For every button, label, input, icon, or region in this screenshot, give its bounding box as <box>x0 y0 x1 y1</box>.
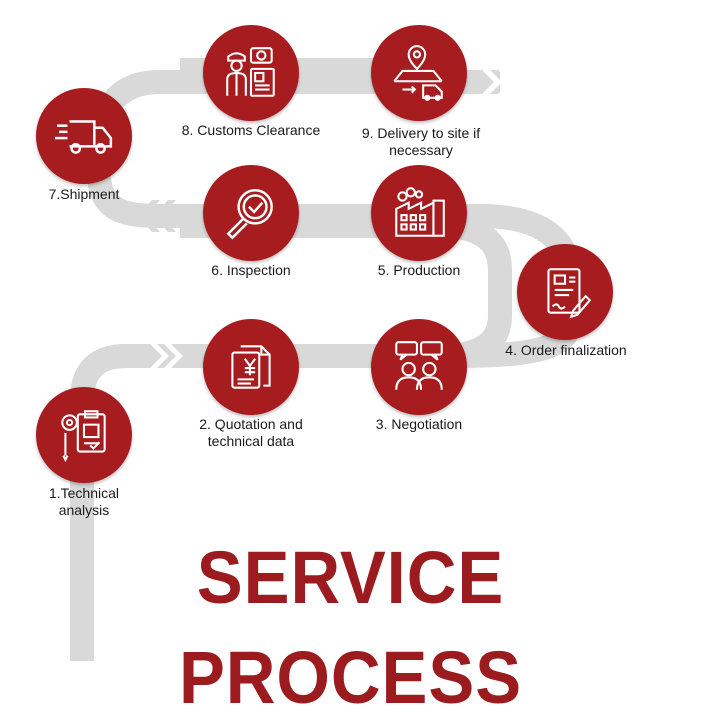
chevron-arrow-right <box>480 68 518 96</box>
step-3-label: 3. Negotiation <box>375 416 463 432</box>
step-6-label: 6. Inspection <box>211 262 291 278</box>
step-1-circle <box>36 387 132 483</box>
step-4-label: 4. Order finalization <box>505 342 627 358</box>
step-8-circle <box>203 25 299 121</box>
step-9-circle <box>371 25 467 121</box>
step-8-label: 8. Customs Clearance <box>181 122 321 138</box>
step-1-label: 1.Technical analysis <box>48 485 120 518</box>
magnifier-check-icon <box>226 189 273 240</box>
step-4-circle <box>517 244 613 340</box>
delivery-truck-icon <box>55 120 113 154</box>
step-3-circle <box>371 319 467 415</box>
diagram-title: SERVICE PROCESS <box>178 536 523 719</box>
people-chat-icon <box>395 341 443 390</box>
step-7-label: 7.Shipment <box>48 186 120 202</box>
step-2-circle <box>203 319 299 415</box>
step-9-label: 9. Delivery to site if necessary <box>361 125 481 158</box>
step-5-label: 5. Production <box>377 262 461 278</box>
chevron-arrow-left <box>138 200 176 232</box>
yen-document-icon <box>231 345 271 389</box>
location-truck-icon <box>393 45 443 101</box>
step-5-circle <box>371 165 467 261</box>
step-7-circle <box>36 88 132 184</box>
factory-icon <box>395 187 445 237</box>
step-2-label: 2. Quotation and technical data <box>199 416 303 449</box>
chevron-arrow-mid <box>150 344 183 368</box>
clipboard-gear-icon <box>61 410 106 463</box>
service-process-diagram: 1.Technical analysis 2. Quotation and te… <box>36 25 627 719</box>
customs-officer-icon <box>226 47 275 97</box>
contract-sign-icon <box>547 268 592 319</box>
step-6-circle <box>203 165 299 261</box>
